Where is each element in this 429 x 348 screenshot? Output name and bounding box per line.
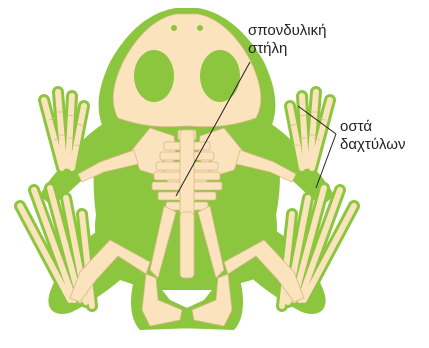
spine-label-line1: σπονδυλική (248, 22, 326, 40)
toe-bones-label: οστά δαχτύλων (340, 118, 406, 154)
toe-bones-label-line2: δαχτύλων (340, 136, 406, 154)
right-eye-socket (200, 50, 240, 102)
left-eye-socket (134, 50, 174, 102)
right-hand-digits (290, 92, 330, 168)
left-hand-digits (44, 92, 84, 168)
toe-bones-label-line1: οστά (340, 118, 406, 136)
spine-label: σπονδυλική στήλη (248, 22, 326, 58)
spine-label-line2: στήλη (248, 40, 326, 58)
